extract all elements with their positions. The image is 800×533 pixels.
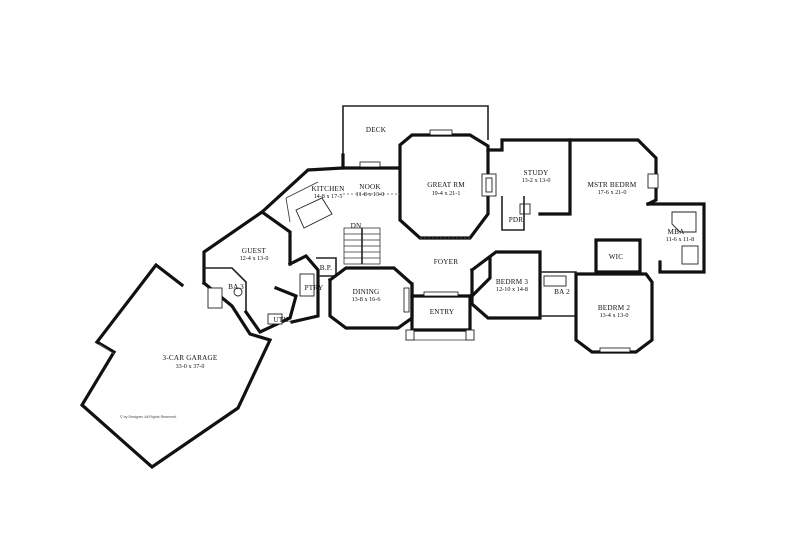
deck (342, 105, 489, 155)
entry-label: ENTRY (430, 308, 455, 316)
dining-dim: 13-8 x 16-6 (352, 296, 381, 303)
bp-label: B.P. (320, 264, 332, 272)
garage (79, 262, 273, 470)
kitchen-label: KITCHEN (312, 185, 346, 193)
study-label: STUDY (524, 169, 550, 177)
great-rm-dim: 19-4 x 21-1 (432, 190, 461, 197)
right-wing-walls (469, 138, 706, 354)
ptry-label: PTRY (305, 284, 324, 292)
great-rm-label: GREAT RM (427, 181, 465, 189)
garage-dim: 33-0 x 37-0 (176, 363, 205, 370)
deck-label: DECK (366, 126, 387, 134)
foyer-label: FOYER (434, 258, 459, 266)
util-label: UTIL (273, 316, 290, 324)
room-labels: DECK KITCHEN 14-8 x 17-5 NOOK 11-8 x 13-… (120, 126, 694, 419)
mba-dim: 11-6 x 11-8 (666, 236, 694, 243)
dn-label: DN (351, 222, 362, 230)
kitchen-dim: 14-8 x 17-5 (314, 193, 343, 200)
dining-label: DINING (353, 288, 380, 296)
mstr-bedrm-label: MSTR BEDRM (588, 181, 637, 189)
center-walls (327, 129, 497, 341)
wic-label: WIC (609, 253, 624, 261)
garage-label: 3-CAR GARAGE (163, 354, 218, 362)
bedrm2-label: BEDRM 2 (598, 304, 631, 312)
study-dim: 13-2 x 13-0 (522, 177, 551, 184)
bedrm3-label: BEDRM 3 (496, 278, 529, 286)
nook-dim: 11-8 x 13-0 (356, 191, 385, 198)
guest-label: GUEST (242, 247, 267, 255)
ba2-label: BA 2 (554, 288, 570, 296)
bedrm3-dim: 12-10 x 14-8 (496, 286, 528, 293)
nook-label: NOOK (359, 183, 381, 191)
bedrm2-dim: 13-4 x 13-0 (600, 312, 629, 319)
pdr-label: PDR (509, 216, 524, 224)
mba-label: MBA (668, 228, 686, 236)
left-wing-walls (202, 153, 381, 335)
mstr-bedrm-dim: 17-6 x 21-0 (598, 189, 627, 196)
copyright-text: © by Designer. All Rights Reserved. (120, 415, 177, 419)
guest-dim: 12-4 x 13-0 (240, 255, 269, 262)
ba3-label: BA 3 (228, 283, 244, 291)
